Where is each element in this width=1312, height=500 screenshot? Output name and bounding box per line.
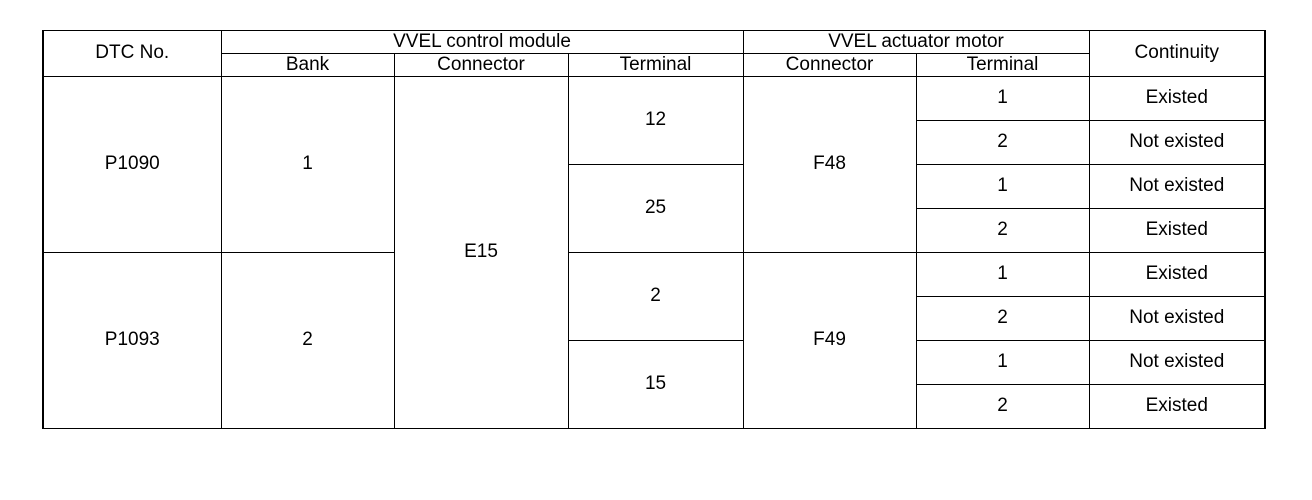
header-connector-module: Connector — [393, 52, 569, 77]
header-row-columns: Bank Connector Terminal Connector Termin… — [43, 52, 1265, 77]
header-terminal-module: Terminal — [567, 52, 744, 77]
table-row: 2 Existed — [43, 207, 1267, 253]
header-group-vvel-actuator-motor: VVEL actuator motor — [742, 30, 1090, 54]
header-group-vvel-control-module: VVEL control module — [220, 30, 744, 54]
header-bank: Bank — [220, 52, 395, 77]
cell-motor-terminal: 2 — [915, 207, 1090, 253]
cell-continuity: Not existed — [1088, 163, 1267, 209]
cell-bank: 1 — [220, 75, 395, 253]
table-row: P1093 2 2 F49 1 Existed — [42, 251, 1267, 429]
cell-motor-terminal: 2 — [915, 383, 1090, 429]
header-terminal-motor: Terminal — [915, 52, 1090, 77]
cell-module-terminal: 2 — [567, 251, 744, 341]
cell-continuity: Not existed — [1088, 339, 1267, 385]
cell-motor-terminal: 1 — [915, 163, 1090, 209]
cell-bank: 2 — [220, 251, 395, 429]
cell-module-terminal: 25 — [567, 163, 744, 253]
cell-continuity: Not existed — [1088, 295, 1267, 341]
cell-module-terminal: 15 — [567, 339, 744, 429]
cell-motor-terminal: 1 — [915, 75, 1090, 121]
cell-continuity: Not existed — [1088, 119, 1267, 165]
cell-motor-terminal: 1 — [915, 339, 1090, 385]
cell-motor-connector: F49 — [742, 251, 917, 429]
cell-motor-terminal: 2 — [915, 119, 1090, 165]
table-row: 2 Not existed — [43, 119, 1267, 165]
cell-continuity: Existed — [1088, 75, 1267, 121]
table-row: P1090 1 E15 12 F48 1 Existed — [42, 75, 1267, 429]
cell-dtc: P1090 — [42, 75, 222, 253]
table-body: P1090 1 E15 12 F48 1 Existed 2 Not exist… — [42, 75, 1267, 429]
cell-module-connector: E15 — [393, 75, 569, 429]
header-connector-motor: Connector — [742, 52, 917, 77]
cell-continuity: Existed — [1088, 207, 1267, 253]
cell-continuity: Existed — [1088, 251, 1267, 297]
cell-module-terminal: 12 — [567, 75, 744, 165]
table-row: 2 Existed — [43, 383, 1267, 429]
header-dtc-no: DTC No. — [42, 30, 222, 77]
cell-motor-terminal: 1 — [915, 251, 1090, 297]
cell-motor-terminal: 2 — [915, 295, 1090, 341]
header-row-groups: DTC No. VVEL control module VVEL actuato… — [42, 30, 1267, 77]
header-continuity: Continuity — [1088, 30, 1267, 77]
table-row: 25 1 Not existed — [43, 163, 1267, 253]
table-header: DTC No. VVEL control module VVEL actuato… — [42, 30, 1267, 77]
cell-dtc: P1093 — [42, 251, 222, 429]
cell-continuity: Existed — [1088, 383, 1267, 429]
cell-motor-connector: F48 — [742, 75, 917, 253]
dtc-continuity-table: DTC No. VVEL control module VVEL actuato… — [42, 30, 1267, 429]
